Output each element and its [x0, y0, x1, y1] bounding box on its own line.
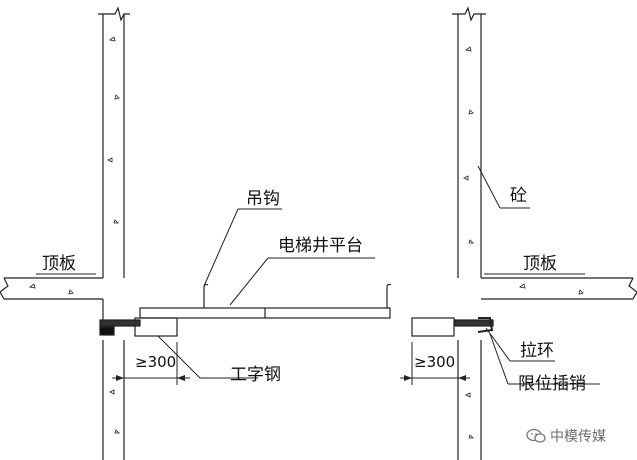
dimension-arrows	[116, 375, 466, 381]
i-beam-left	[99, 319, 141, 336]
leader-lines	[36, 165, 600, 385]
left-roof-slab	[0, 277, 104, 320]
platform-label: 电梯井平台	[278, 236, 363, 256]
lifting-hooks	[203, 283, 392, 308]
i-beam-right	[454, 317, 494, 333]
dimension-right: ≥300	[414, 353, 456, 371]
right-roof-slab	[481, 277, 637, 300]
dimension-left: ≥300	[135, 353, 177, 371]
concrete-texture	[29, 36, 584, 439]
wechat-icon	[526, 428, 546, 443]
elevator-platform	[134, 307, 455, 337]
limit-pin-label: 限位插销	[518, 374, 586, 394]
roof-slab-right-label: 顶板	[523, 254, 557, 274]
pull-ring-label: 拉环	[520, 341, 554, 361]
concrete-label: 砼	[510, 186, 527, 206]
watermark: 中模传媒	[526, 426, 606, 446]
roof-slab-left-label: 顶板	[42, 254, 76, 274]
watermark-text: 中模传媒	[550, 429, 606, 445]
hook-label: 吊钩	[246, 189, 280, 209]
i-beam-label: 工字钢	[230, 365, 281, 385]
right-shaft-wall	[452, 6, 486, 460]
